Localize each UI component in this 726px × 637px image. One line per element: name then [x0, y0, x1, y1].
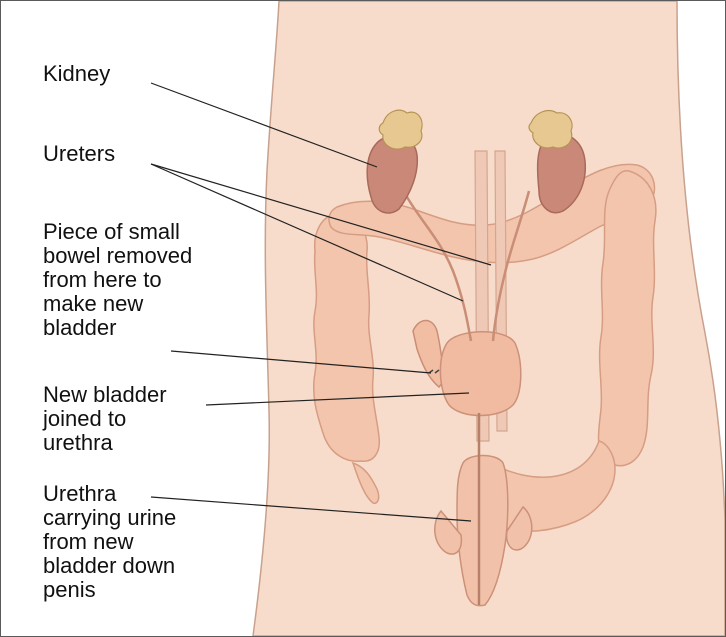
- urethra-label: Urethra carrying urine from new bladder …: [43, 482, 176, 602]
- ureters-label: Ureters: [43, 142, 115, 166]
- right-adrenal-gland: [529, 111, 572, 148]
- new-bladder: [440, 332, 520, 416]
- kidney-label: Kidney: [43, 62, 110, 86]
- new-bladder-label: New bladder joined to urethra: [43, 383, 167, 455]
- bowel-piece-label: Piece of small bowel removed from here t…: [43, 220, 192, 340]
